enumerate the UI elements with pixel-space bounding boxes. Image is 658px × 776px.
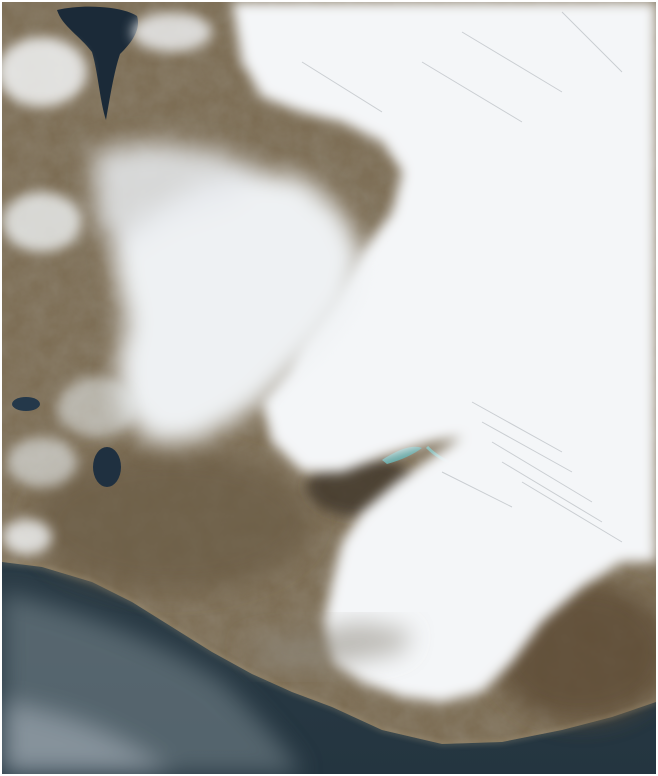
ice-streaks (301, 11, 623, 543)
northwest-cloud (2, 12, 212, 555)
lowland-dark (32, 452, 312, 592)
ocean-haze (2, 592, 302, 774)
lake-west (93, 447, 121, 487)
lake-north (57, 6, 139, 120)
ash-plume (242, 622, 412, 672)
central-cloud (92, 142, 362, 442)
lake-west-small (12, 397, 40, 411)
coastline (2, 561, 656, 745)
snow-cloud-cover (232, 2, 656, 702)
glacial-lagoon (382, 446, 422, 464)
